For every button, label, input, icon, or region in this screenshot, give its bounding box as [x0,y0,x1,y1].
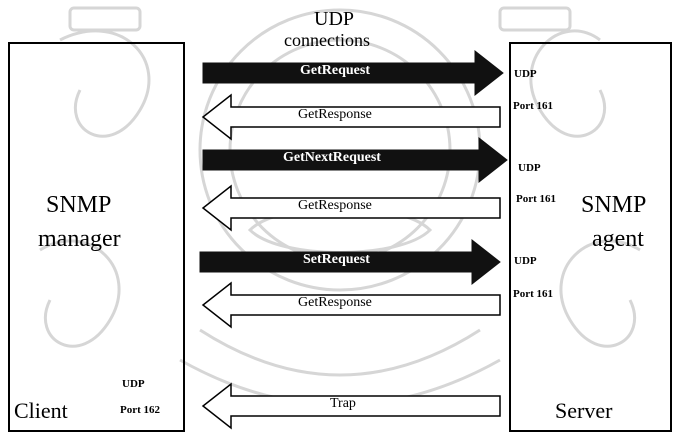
arrow-label-5: SetRequest [303,252,370,267]
server-box [509,42,672,432]
client-title-line1: SNMP [46,192,112,218]
arrow-label-7: Trap [330,396,356,411]
arrow-label-6: GetResponse [298,295,372,310]
client-title-line2: manager [38,226,121,252]
arrow-request-3 [202,136,508,184]
arrow-response-7 [201,382,501,430]
server-udp-label-3: UDP [514,255,537,267]
server-udp-label-2: UDP [518,162,541,174]
arrow-response-4 [201,184,501,232]
server-udp-label-1: UDP [514,68,537,80]
header-connections: connections [284,30,370,50]
arrow-label-3: GetNextRequest [283,150,381,165]
server-port-label-1: Port 161 [513,100,554,112]
client-port-label: Port 162 [120,404,161,416]
arrow-label-2: GetResponse [298,107,372,122]
server-title-line2: agent [592,226,644,252]
server-footer: Server [555,398,613,423]
client-box [8,42,185,432]
arrow-request-1 [202,49,504,97]
arrow-response-6 [201,281,501,329]
header-udp: UDP [314,8,355,30]
arrow-label-1: GetRequest [300,63,370,78]
server-port-label-2: Port 161 [516,193,557,205]
arrow-request-5 [199,238,501,286]
server-title-line1: SNMP [581,192,647,218]
client-footer: Client [14,398,68,423]
client-udp-label: UDP [122,378,145,390]
arrow-response-2 [201,93,501,141]
server-port-label-3: Port 161 [513,288,554,300]
arrow-label-4: GetResponse [298,198,372,213]
